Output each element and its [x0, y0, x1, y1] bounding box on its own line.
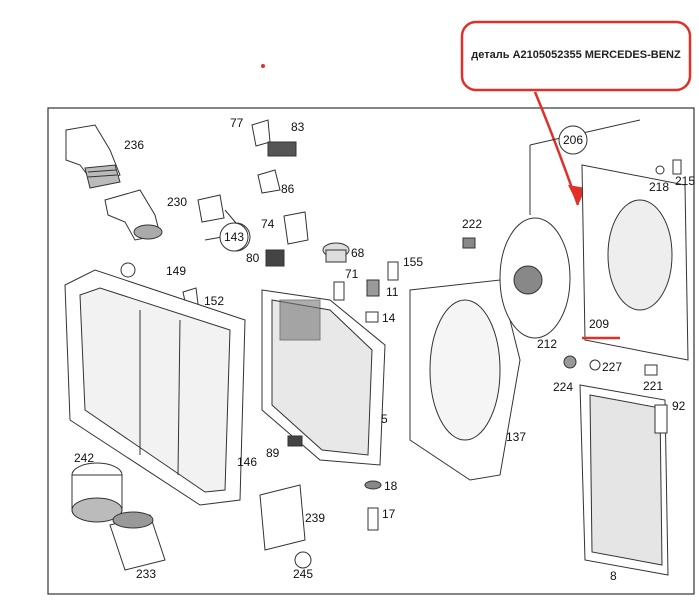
label-80: 80 [246, 251, 260, 265]
bolt-215 [672, 159, 682, 175]
clip-86 [257, 169, 281, 194]
cap-245 [294, 551, 312, 569]
label-242: 242 [74, 451, 94, 465]
bracket-239 [259, 484, 306, 551]
label-155: 155 [403, 255, 423, 269]
radiator-5 [261, 289, 386, 466]
label-8: 8 [610, 569, 617, 583]
hose-242 [71, 462, 123, 523]
label-68: 68 [351, 246, 365, 260]
label-209: 209 [589, 317, 609, 331]
label-212: 212 [537, 337, 557, 351]
frame-146 [64, 269, 246, 506]
diagram-frame [47, 107, 695, 595]
label-71: 71 [345, 267, 359, 281]
hose-part-236 [65, 124, 121, 189]
label-245: 245 [293, 567, 313, 581]
label-83: 83 [291, 120, 305, 134]
washer-227 [589, 359, 601, 371]
label-239: 239 [305, 511, 325, 525]
label-92: 92 [672, 399, 686, 413]
washer-218 [655, 165, 665, 175]
label-146: 146 [237, 455, 257, 469]
hose-part-230 [104, 189, 163, 241]
clip-80 [265, 249, 285, 267]
label-89: 89 [266, 446, 280, 460]
label-206: 206 [563, 133, 583, 147]
label-18: 18 [384, 479, 398, 493]
clip-222 [462, 237, 476, 249]
clip-77 [251, 119, 271, 147]
fan-212 [499, 217, 571, 339]
label-74: 74 [261, 217, 275, 231]
fan-assembly-206 [529, 119, 689, 361]
label-236: 236 [124, 138, 144, 152]
label-143: 143 [224, 230, 244, 244]
label-230: 230 [167, 195, 187, 209]
callout-text: деталь A2105052355 MERCEDES-BENZ [471, 49, 681, 61]
ref-circle-143 [219, 222, 249, 252]
switch-11 [366, 279, 380, 297]
label-227: 227 [602, 360, 622, 374]
shroud-137 [409, 279, 521, 481]
callout-arrow-head [568, 185, 586, 205]
label-86: 86 [281, 182, 295, 196]
radiator-8 [579, 384, 669, 576]
label-5: 5 [381, 412, 388, 426]
label-152: 152 [204, 294, 224, 308]
label-221: 221 [643, 379, 663, 393]
pin-92 [654, 404, 668, 434]
cap-68 [322, 242, 350, 263]
callout-bubble [460, 20, 692, 92]
label-233: 233 [136, 567, 156, 581]
label-137: 137 [506, 430, 526, 444]
plug-17 [367, 507, 379, 531]
seal-18 [364, 480, 382, 490]
bracket-74 [283, 211, 309, 245]
label-149: 149 [166, 264, 186, 278]
sensor-71 [333, 281, 345, 301]
nut-224 [563, 355, 577, 369]
label-218: 218 [649, 180, 669, 194]
clip-89 [287, 435, 303, 447]
clip-83 [267, 141, 297, 157]
plug-14 [365, 311, 379, 323]
label-224: 224 [553, 380, 573, 394]
clip-149 [120, 262, 136, 278]
ref-circle-206 [558, 125, 588, 155]
red-dot [261, 64, 265, 68]
label-14: 14 [382, 311, 396, 325]
clip-221 [644, 364, 658, 376]
label-77: 77 [230, 116, 244, 130]
clip-155 [387, 261, 399, 281]
label-17: 17 [382, 507, 396, 521]
label-222: 222 [462, 217, 482, 231]
label-215: 215 [675, 174, 695, 188]
hose-233 [109, 511, 166, 571]
label-11: 11 [386, 285, 399, 299]
